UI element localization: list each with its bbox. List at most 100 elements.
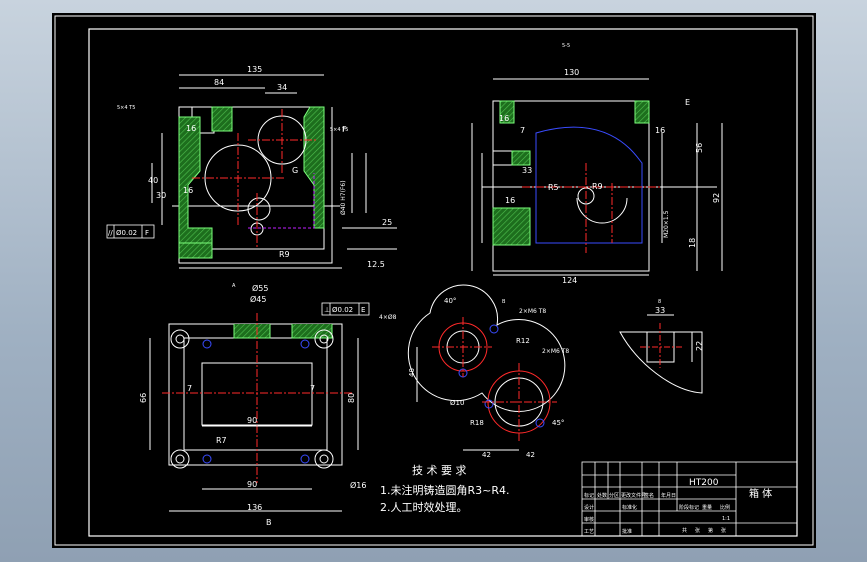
tb-scale: 1:1 — [722, 516, 730, 522]
view-letter: B — [502, 299, 506, 305]
tb-stage: 阶段标记 — [679, 504, 699, 511]
note-1: 1.未注明铸造圆角R3~R4. — [380, 483, 510, 497]
title-block-grid — [581, 461, 798, 537]
tolerance-datum: F — [145, 229, 149, 237]
datum-label: F — [342, 125, 347, 134]
dim-label: R9 — [592, 182, 603, 191]
tb-row: 批准 — [622, 528, 632, 535]
inner-frame — [88, 28, 798, 537]
tb-stage: 重量 — [702, 504, 712, 511]
side-dim-labels: 5-5 130 16 7 16 16 33 R5 R9 56 92 18 M20… — [499, 43, 721, 285]
tb-sheet: 张 — [721, 527, 726, 534]
tb-header: 分区 — [609, 492, 619, 499]
dim-label: 66 — [139, 393, 148, 403]
tb-row: 标准化 — [622, 504, 637, 511]
tolerance-datum: E — [361, 306, 365, 314]
view-letter: B — [266, 518, 272, 527]
tb-sheet: 张 — [695, 527, 700, 534]
tb-row: 审核 — [584, 516, 594, 523]
top-dim-labels: A Ø55 Ø45 B 66 80 90 90 7 7 R7 136 4×Ø8 … — [139, 283, 397, 527]
dim-label: 7 — [520, 126, 525, 135]
tolerance-symbol: ⊥ — [324, 306, 330, 314]
dim-label: 40° — [444, 297, 456, 305]
front-dim-labels: 135 84 34 16 16 40 30 5×4 T5 5×4 T5 Ø40 … — [117, 65, 392, 269]
dim-label: 90 — [247, 416, 257, 425]
dim-label: Ø55 — [252, 283, 268, 293]
technical-notes: 技 术 要 求 1.未注明铸造圆角R3~R4. 2.人工时效处理。 — [380, 464, 510, 514]
sheet-border — [54, 15, 814, 546]
view-letter: A — [232, 283, 236, 289]
tb-header: 处数 — [597, 492, 607, 499]
dim-label: 40 — [148, 176, 158, 185]
material-label: HT200 — [689, 478, 719, 488]
dim-label: 90 — [247, 480, 257, 489]
dim-label: 25 — [382, 218, 392, 227]
tb-header: 更改文件号 — [621, 492, 646, 499]
view-letter: 8 — [658, 299, 661, 305]
tb-header: 签名 — [644, 492, 654, 499]
tb-sheet: 共 — [682, 527, 687, 534]
tb-header: 标记 — [584, 492, 594, 499]
front-view — [151, 74, 397, 269]
title-block: HT200 箱 体 标记 处数 分区 更改文件号 签名 年月日 设计 标准化 审… — [584, 478, 772, 535]
dim-label: 5-5 — [562, 43, 570, 49]
top-tolerance-frame: ⊥ Ø0.02 E — [321, 302, 370, 316]
notes-title: 技 术 要 求 — [412, 464, 467, 477]
dim-label: 16 — [186, 124, 196, 133]
dim-label: 12.5 — [367, 260, 385, 269]
dim-label: R12 — [516, 337, 530, 345]
dim-label: 136 — [247, 503, 262, 512]
dim-label: 22 — [695, 341, 704, 351]
dim-label: 40 — [408, 368, 416, 377]
tolerance-value: Ø0.02 — [332, 306, 353, 314]
dim-label: 18 — [688, 238, 697, 248]
tolerance-symbol: // — [108, 229, 113, 237]
dim-label: R5 — [548, 183, 559, 192]
dim-label: Ø40 H7(F6) — [340, 180, 347, 215]
cad-viewport[interactable]: 135 84 34 16 16 40 30 5×4 T5 5×4 T5 Ø40 … — [52, 13, 816, 548]
dim-label: 2×M6 T8 — [542, 348, 569, 355]
dim-label: R7 — [216, 436, 227, 445]
dim-label: M20×1.5 — [663, 210, 670, 238]
part-name: 箱 体 — [749, 487, 772, 500]
note-2: 2.人工时效处理。 — [380, 500, 468, 514]
dim-label: 84 — [214, 78, 224, 87]
dim-label: 16 — [499, 114, 509, 123]
dim-label: 7 — [187, 384, 192, 393]
dim-label: 16 — [183, 186, 193, 195]
section-b-dim-labels: B 40° 2×M6 T8 2×M6 T8 R12 Ø10 R18 40 42 … — [408, 297, 569, 459]
dim-label: 130 — [564, 68, 579, 77]
tb-header: 年月日 — [661, 492, 676, 499]
dim-label: 92 — [712, 193, 721, 203]
tolerance-value: Ø0.02 — [116, 229, 137, 237]
dim-label: 135 — [247, 65, 262, 74]
dim-label: 56 — [695, 143, 704, 153]
dim-label: R18 — [470, 419, 484, 427]
front-tolerance-frame: // Ø0.02 F — [106, 224, 155, 239]
dim-label: 7 — [310, 384, 315, 393]
dim-label: 5×4 T5 — [330, 127, 348, 133]
dim-label: 80 — [347, 393, 356, 403]
tb-row: 工艺 — [584, 529, 594, 535]
detail-view — [619, 314, 703, 394]
dim-label: 30 — [156, 191, 166, 200]
dim-label: 45° — [552, 419, 564, 427]
dim-label: 124 — [562, 276, 577, 285]
datum-label: E — [685, 98, 690, 107]
detail-dim-labels: 8 33 22 — [655, 299, 704, 351]
side-view — [471, 78, 723, 276]
dim-label: R9 — [279, 250, 290, 259]
dim-label: Ø16 — [350, 480, 366, 490]
dim-label: 33 — [522, 166, 532, 175]
dim-label: 42 — [526, 451, 535, 459]
tb-sheet: 第 — [708, 527, 713, 534]
dim-label: Ø45 — [250, 294, 266, 304]
tb-row: 设计 — [584, 504, 594, 511]
dim-label: 16 — [655, 126, 665, 135]
dim-label: 5×4 T5 — [117, 105, 135, 111]
section-b-view — [407, 284, 566, 451]
dim-label: 16 — [505, 196, 515, 205]
dim-label: Ø10 — [450, 399, 464, 407]
top-view — [149, 313, 359, 512]
dim-label: 42 — [482, 451, 491, 459]
